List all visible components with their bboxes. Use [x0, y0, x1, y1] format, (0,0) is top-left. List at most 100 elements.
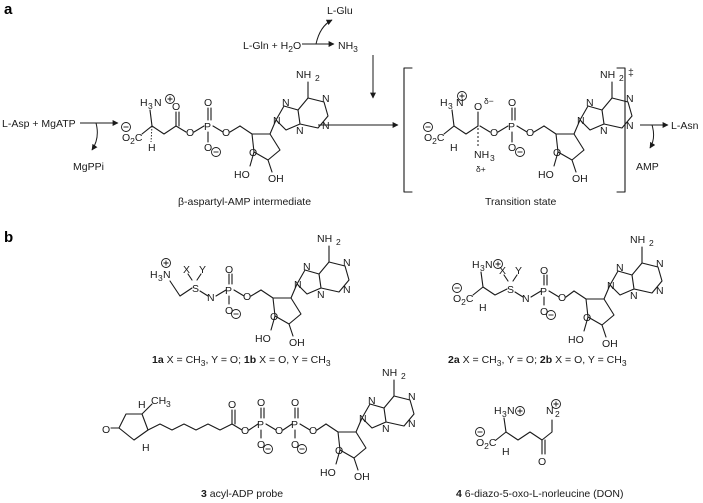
- svg-text:O: O: [225, 264, 233, 276]
- svg-text:N: N: [207, 292, 215, 304]
- svg-text:3: 3: [448, 101, 453, 111]
- svg-text:O2C: O2C: [122, 132, 143, 146]
- svg-text:P: P: [257, 419, 264, 431]
- svg-text:3: 3: [166, 399, 171, 409]
- svg-text:O: O: [222, 127, 230, 139]
- svg-text:O: O: [204, 97, 212, 109]
- svg-text:Y: Y: [199, 264, 206, 276]
- svg-text:O: O: [243, 291, 251, 303]
- double-dagger-symbol: ‡: [628, 67, 634, 79]
- svg-text:O: O: [508, 97, 516, 109]
- svg-text:H: H: [148, 142, 156, 154]
- svg-text:O: O: [538, 456, 546, 468]
- svg-text:O: O: [490, 127, 498, 139]
- svg-text:3: 3: [502, 409, 507, 419]
- svg-text:O: O: [257, 439, 265, 451]
- compound-3-caption: 3 acyl-ADP probe: [201, 488, 283, 500]
- compound-4-structure: O2C H 3 N H O N 2: [475, 399, 561, 468]
- mgppi-label: MgPPi: [73, 161, 104, 173]
- aspartyl-amp-structure: O2C H 3 N H O O P O O O: [121, 68, 331, 186]
- svg-text:H: H: [140, 97, 148, 109]
- svg-text:S: S: [507, 284, 514, 296]
- svg-text:H: H: [150, 269, 158, 281]
- svg-text:O: O: [186, 127, 194, 139]
- compound-1-structure: H 3 N S X Y N P O O O: [150, 232, 352, 350]
- svg-text:O: O: [257, 397, 265, 409]
- svg-text:N: N: [546, 405, 554, 417]
- svg-text:P: P: [540, 286, 547, 298]
- svg-text:Y: Y: [515, 265, 522, 277]
- svg-text:P: P: [508, 121, 515, 133]
- nh3-label: NH3: [338, 40, 358, 54]
- svg-text:X: X: [499, 265, 506, 277]
- svg-text:P: P: [225, 285, 232, 297]
- svg-text:H: H: [472, 259, 480, 271]
- svg-text:O: O: [309, 425, 317, 437]
- svg-text:O: O: [204, 142, 212, 154]
- svg-text:P: P: [291, 419, 298, 431]
- svg-text:O: O: [474, 101, 482, 113]
- svg-text:2: 2: [555, 409, 560, 419]
- transition-state-bracket: [403, 67, 626, 193]
- svg-text:3: 3: [148, 101, 153, 111]
- svg-text:O: O: [102, 424, 110, 436]
- svg-text:O: O: [228, 399, 236, 411]
- amp-label: AMP: [636, 161, 659, 173]
- svg-text:O: O: [558, 292, 566, 304]
- svg-text:O: O: [291, 397, 299, 409]
- svg-text:H: H: [142, 442, 150, 454]
- svg-text:H: H: [494, 405, 502, 417]
- glu-release-arrow: [315, 19, 333, 45]
- svg-text:H: H: [502, 446, 510, 458]
- amp-release-arrow: [649, 124, 656, 149]
- svg-text:N: N: [163, 269, 171, 281]
- svg-text:N: N: [507, 405, 515, 417]
- svg-text:H: H: [440, 97, 448, 109]
- l-asn-label: L-Asn: [671, 120, 699, 132]
- svg-text:O2C: O2C: [424, 132, 445, 146]
- svg-text:P: P: [204, 121, 211, 133]
- intermediate-caption: β-aspartyl-AMP intermediate: [178, 196, 311, 208]
- svg-text:3: 3: [490, 153, 495, 163]
- reactants-label: L-Asp + MgATP: [2, 118, 76, 130]
- compound-3-structure: O CH 3 H H O O P O O O P O O O: [102, 366, 417, 484]
- svg-text:N: N: [522, 293, 530, 305]
- delta-minus: δ−: [484, 96, 494, 106]
- l-glu-label: L-Glu: [327, 5, 353, 17]
- svg-text:O: O: [540, 265, 548, 277]
- svg-text:H: H: [138, 399, 146, 411]
- panel-b-label: b: [4, 229, 13, 246]
- svg-text:O: O: [275, 425, 283, 437]
- svg-text:N: N: [485, 259, 493, 271]
- panel-a-label: a: [4, 1, 13, 18]
- svg-text:H: H: [479, 302, 487, 314]
- svg-text:O2C: O2C: [453, 293, 474, 307]
- compound-1-caption: 1a X = CH3, Y = O; 1b X = O, Y = CH3: [152, 354, 331, 368]
- svg-text:S: S: [192, 283, 199, 295]
- svg-text:X: X: [183, 264, 190, 276]
- compound-2-caption: 2a X = CH3, Y = O; 2b X = O, Y = CH3: [448, 354, 627, 368]
- compound-4-caption: 4 6-diazo-5-oxo-L-norleucine (DON): [456, 488, 624, 500]
- svg-text:O: O: [526, 127, 534, 139]
- delta-plus: δ+: [476, 164, 486, 174]
- svg-text:3: 3: [158, 273, 163, 283]
- transition-state-structure: O2C H 3 N H O δ− NH 3 δ+ O P O O O: [423, 68, 635, 186]
- svg-text:N: N: [456, 97, 464, 109]
- compound-2-structure: O2C H 3 N H S X Y N P O O O: [452, 233, 665, 351]
- svg-text:O: O: [540, 306, 548, 318]
- svg-text:O: O: [225, 305, 233, 317]
- svg-text:O: O: [508, 142, 516, 154]
- svg-text:O: O: [241, 425, 249, 437]
- svg-text:NH: NH: [474, 149, 489, 161]
- svg-text:O2C: O2C: [476, 437, 497, 451]
- ppi-release-arrow: [91, 122, 98, 151]
- svg-text:CH: CH: [151, 395, 166, 407]
- svg-text:N: N: [154, 97, 162, 109]
- svg-text:3: 3: [480, 263, 485, 273]
- svg-text:O: O: [291, 439, 299, 451]
- transition-caption: Transition state: [485, 196, 557, 208]
- svg-text:O: O: [172, 101, 180, 113]
- svg-text:H: H: [450, 142, 458, 154]
- gln-h2o-label: L-Gln + H2O: [243, 40, 301, 54]
